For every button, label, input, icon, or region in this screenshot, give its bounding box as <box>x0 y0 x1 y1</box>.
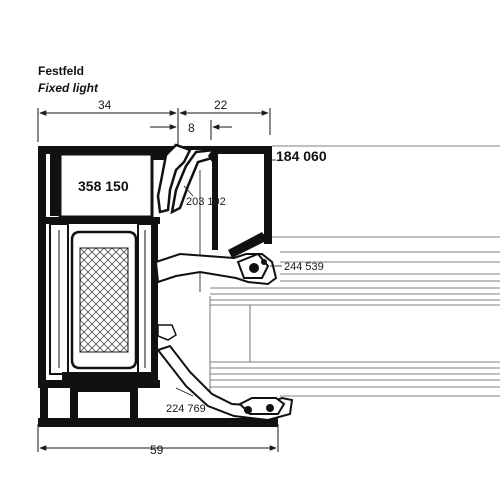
label-bead: 244 539 <box>284 261 324 273</box>
glazing-bead <box>154 252 278 286</box>
leader-lines <box>175 159 282 397</box>
dim-34: 34 <box>98 98 112 112</box>
bottom-dimension <box>37 424 279 452</box>
dim-59: 59 <box>150 443 164 457</box>
frame-profile <box>38 146 278 427</box>
title-english: Fixed light <box>38 81 99 95</box>
glazing-lines <box>209 145 500 397</box>
label-frame: 358 150 <box>78 178 129 194</box>
label-gasket-bottom: 224 769 <box>166 403 206 415</box>
title-german: Festfeld <box>38 64 84 78</box>
label-sash: 184 060 <box>276 148 327 164</box>
gasket-inner <box>156 143 218 215</box>
gasket-bottom <box>156 324 294 422</box>
dim-22: 22 <box>214 98 228 112</box>
top-dimensions <box>37 108 271 145</box>
label-gasket-inner: 203 102 <box>186 196 226 208</box>
dim-8: 8 <box>188 121 195 135</box>
